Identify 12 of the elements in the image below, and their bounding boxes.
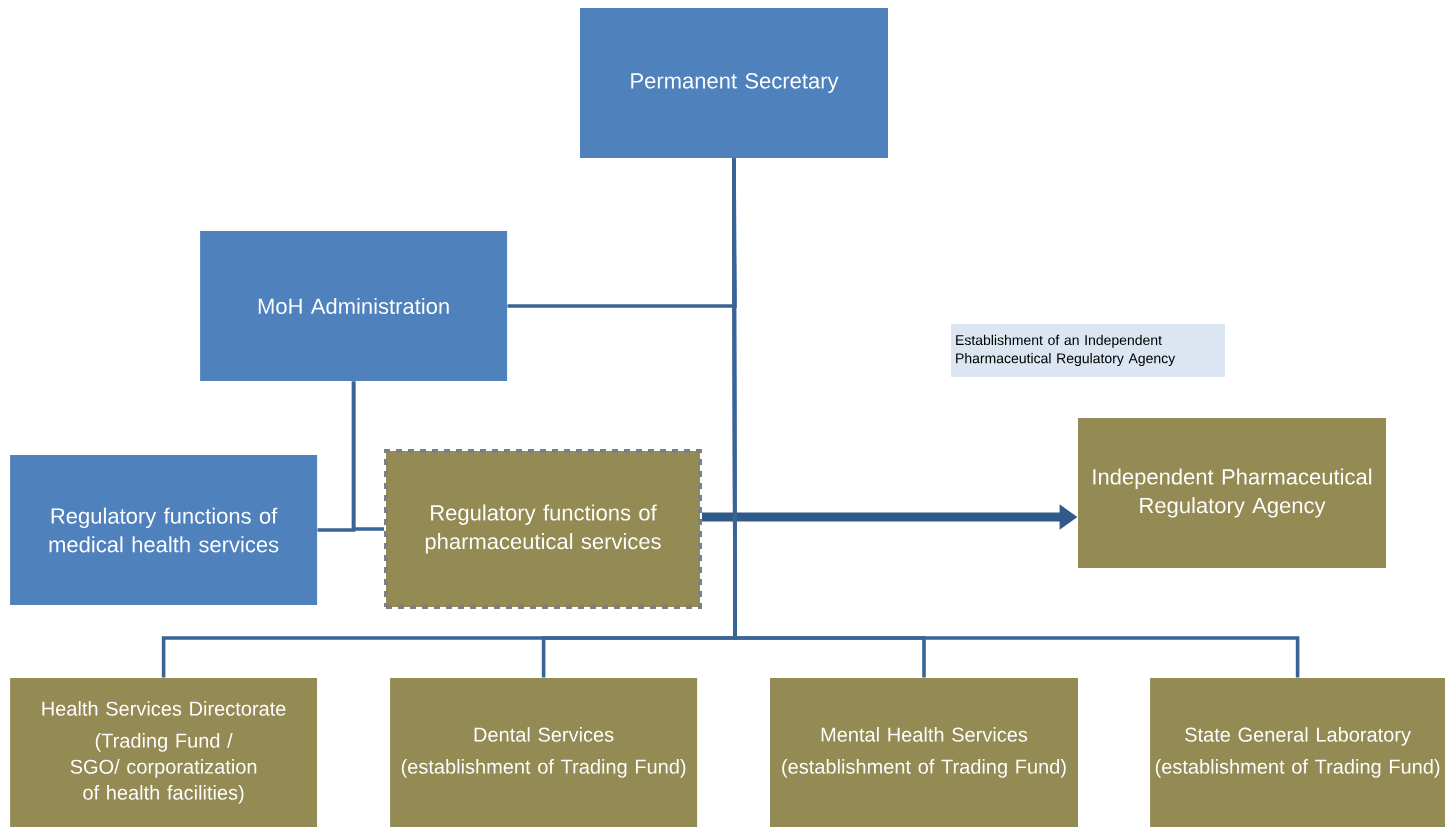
org-box: Regulatory functions of medical health services — [10, 455, 318, 605]
connector-line — [732, 158, 1300, 678]
note-box: Establishment of an Independent Pharmaceutical Regulatory Agency — [951, 323, 1225, 377]
org-box: MoH Administration — [200, 231, 508, 381]
org-box: Permanent Secretary — [580, 8, 888, 158]
org-box: Health Services Directorate (Trading Fund / SGO/ corporatization of health facilities) — [10, 677, 318, 827]
org-box: Mental Health Services (establishment of Trading Fund) — [770, 677, 1078, 827]
org-box: Independent Pharmaceutical Regulatory Agency — [1078, 418, 1386, 568]
org-box: State General Laboratory (establishment of Trading Fund) — [1150, 677, 1445, 827]
org-box: Regulatory functions of pharmaceutical services — [384, 449, 702, 609]
connector-line — [351, 381, 384, 531]
org-box: Dental Services (establishment of Trading Fund) — [390, 677, 698, 827]
